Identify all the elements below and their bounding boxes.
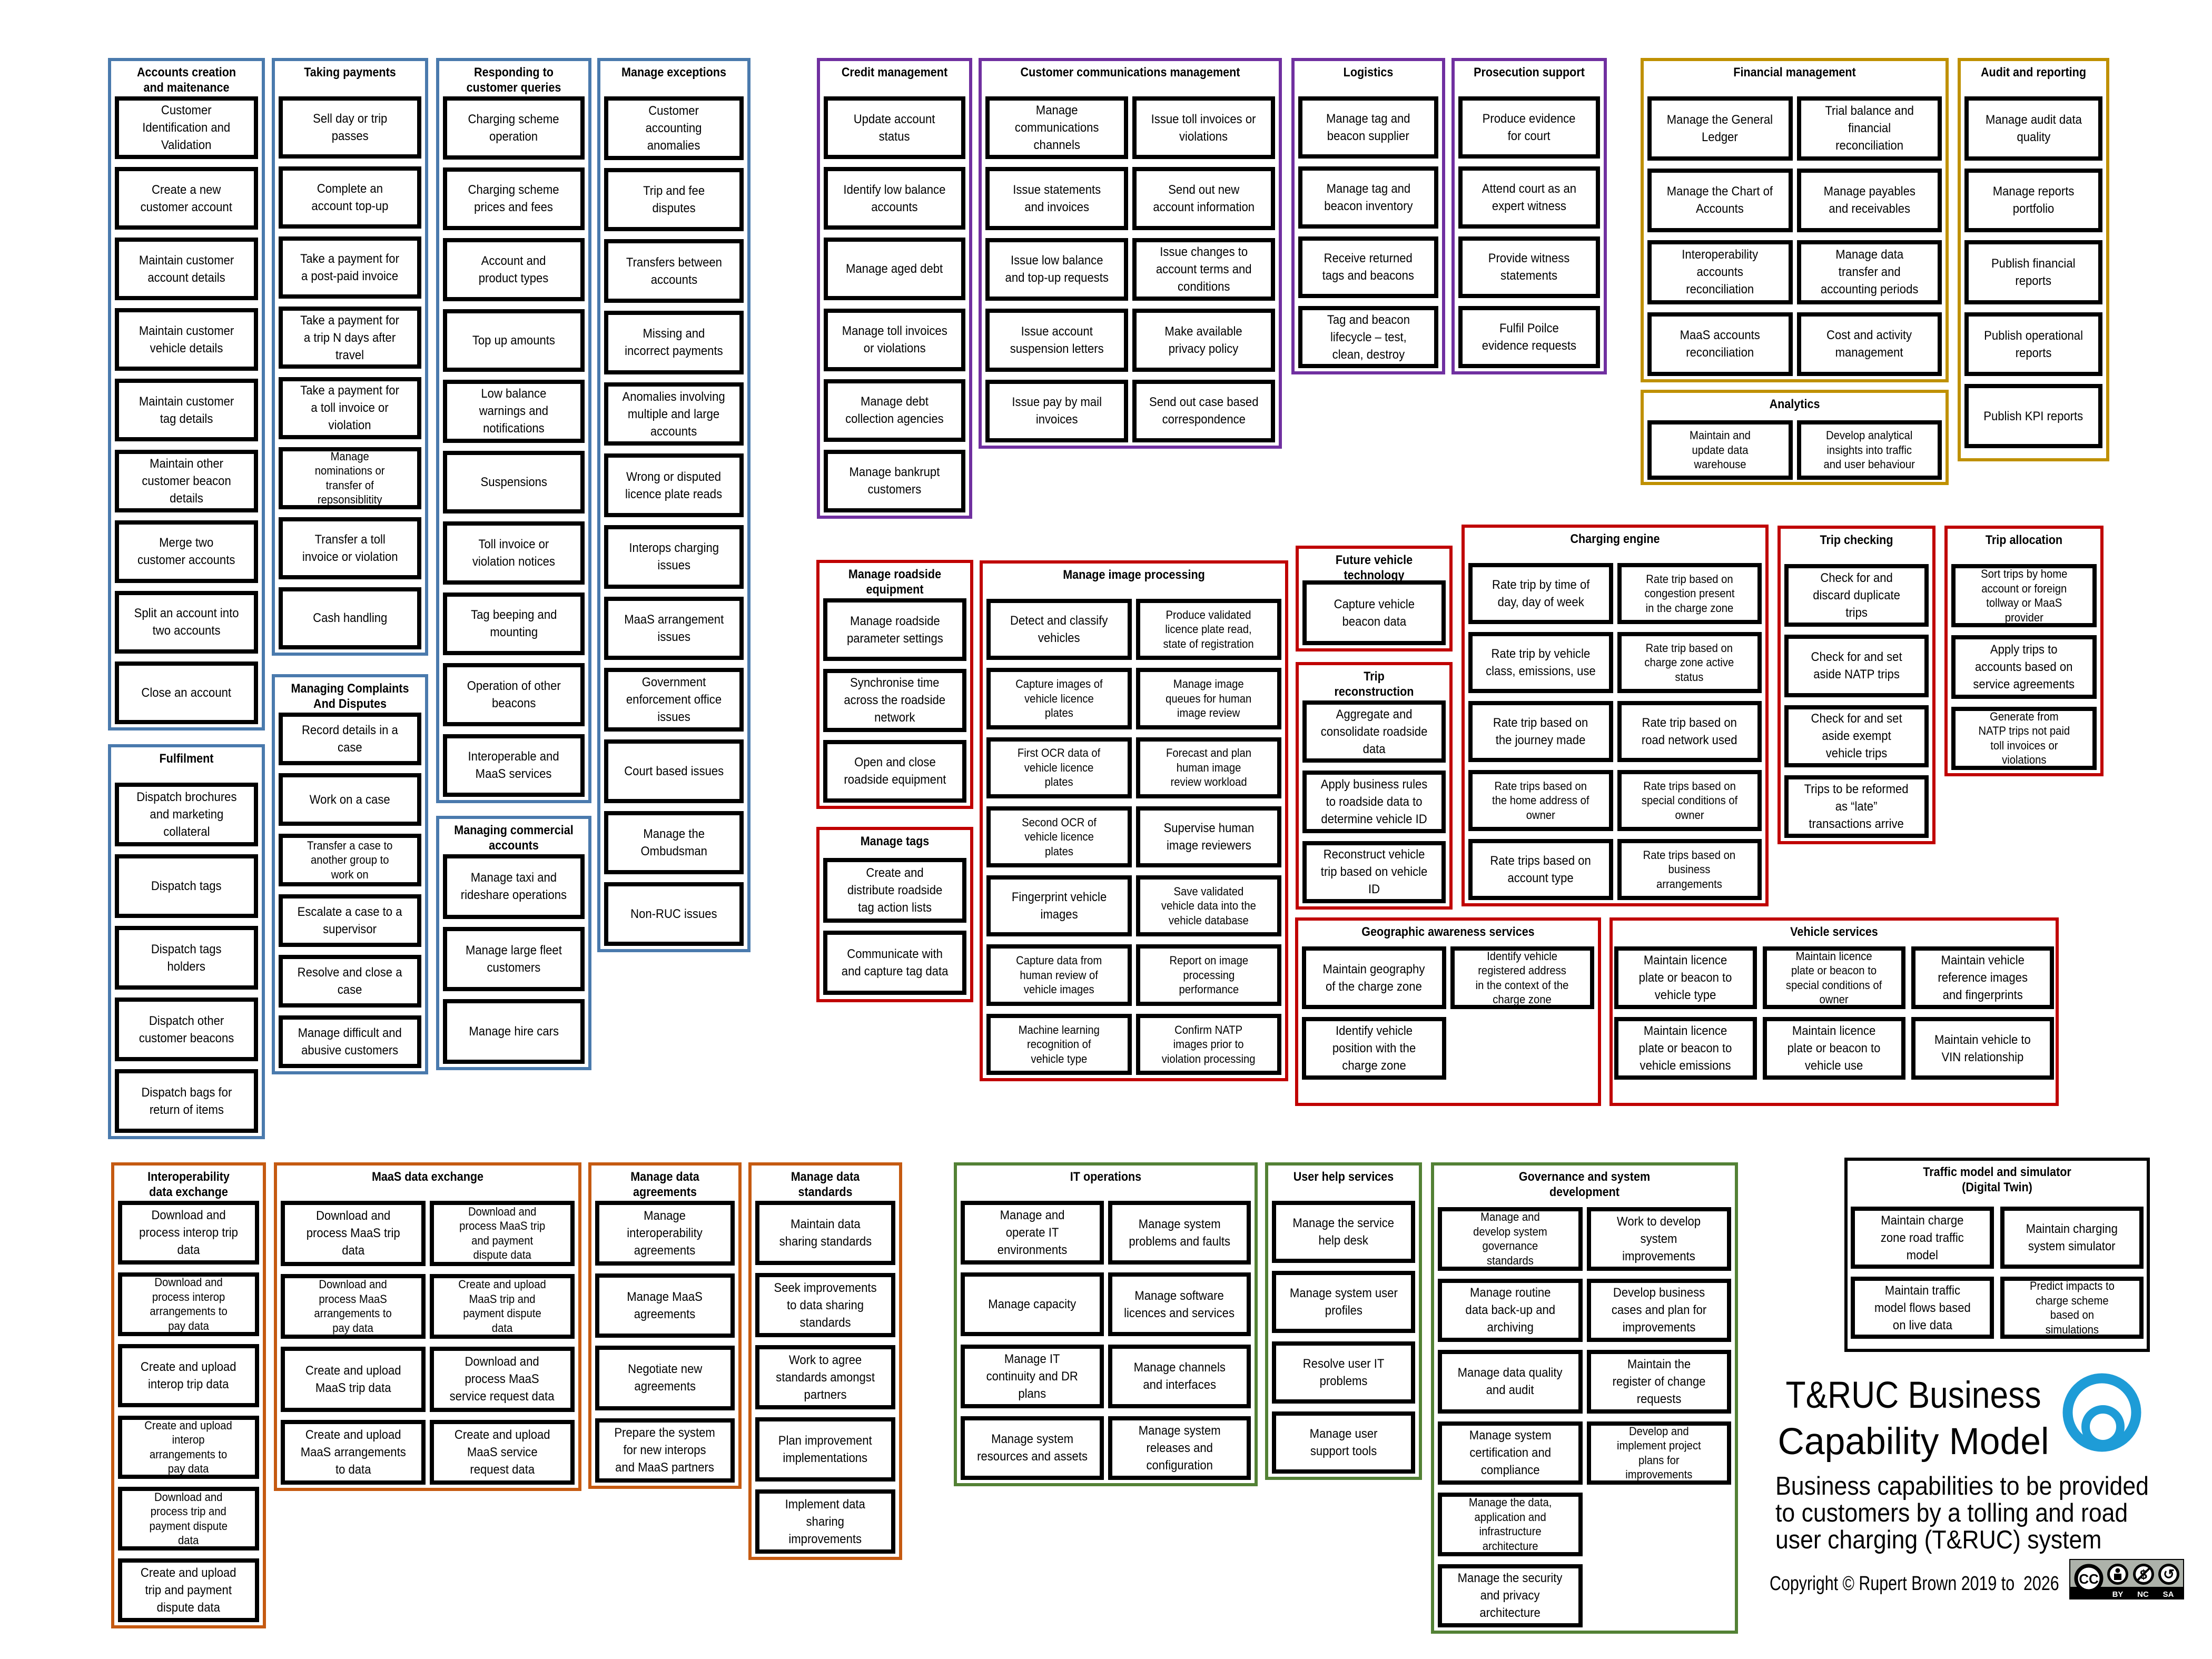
svg-text:BY: BY	[2112, 1590, 2124, 1599]
svg-text:SA: SA	[2163, 1590, 2174, 1599]
svg-text:↺: ↺	[2163, 1566, 2175, 1582]
svg-text:CC: CC	[2079, 1571, 2099, 1587]
svg-text:NC: NC	[2137, 1590, 2149, 1599]
